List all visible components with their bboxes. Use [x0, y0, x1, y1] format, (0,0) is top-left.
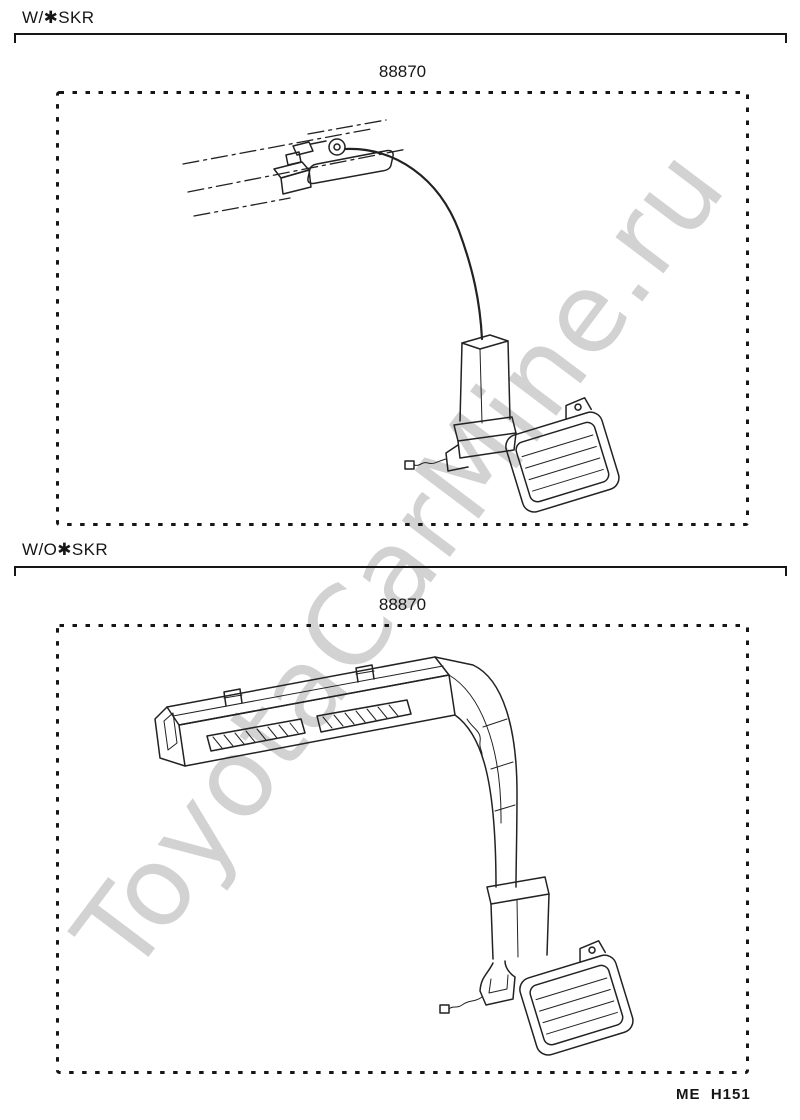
part-number-label: 88870 — [378, 595, 427, 614]
mounting-bracket — [404, 444, 469, 472]
long-duct — [154, 656, 456, 767]
control-cable — [328, 138, 484, 341]
diagram-box-with-skr — [55, 90, 750, 527]
part-number-label: 88870 — [378, 62, 427, 81]
duct-elbow — [434, 656, 518, 888]
dashed-border — [56, 91, 749, 526]
with-skr-diagram — [56, 91, 749, 526]
vent-grille — [505, 397, 620, 513]
diagram-box-without-skr — [55, 623, 750, 1075]
without-skr-diagram — [56, 624, 749, 1074]
roof-opening — [307, 149, 394, 185]
section-bracket-line — [14, 33, 787, 43]
vertical-duct — [479, 876, 550, 1006]
page-code: ME H151 — [676, 1086, 751, 1103]
vent-grille — [519, 940, 634, 1056]
dashed-border — [56, 624, 749, 1074]
cable-clip — [273, 140, 327, 195]
roof-panel-lines — [182, 119, 408, 217]
section-label-with-skr: W/✱SKR — [22, 8, 95, 27]
mounting-bracket — [439, 996, 483, 1014]
section-label-without-skr: W/O✱SKR — [22, 540, 108, 559]
vertical-duct — [453, 334, 517, 459]
section-bracket-line — [14, 566, 787, 576]
